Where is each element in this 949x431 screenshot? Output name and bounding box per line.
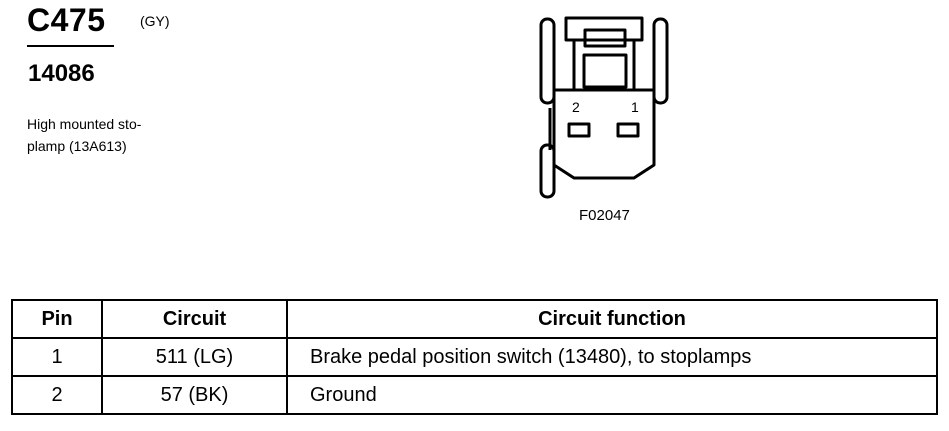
lower-left-tab (539, 143, 556, 199)
connector-neck (572, 40, 636, 90)
left-latch (539, 17, 556, 105)
pin-label-1: 1 (631, 99, 639, 115)
right-latch (652, 17, 669, 105)
title-rule (27, 45, 114, 47)
table-row: 2 57 (BK) Ground (11, 375, 938, 415)
pin-table: Pin Circuit Circuit function 1 511 (LG) … (11, 299, 938, 415)
connector-description: High mounted sto- plamp (13A613) (27, 113, 197, 157)
pin-cell: 1 (11, 337, 103, 377)
circuit-cell: 511 (LG) (101, 337, 288, 377)
connector-body (552, 88, 656, 180)
connector-id: C475 (27, 2, 106, 38)
figure-id: F02047 (579, 207, 630, 224)
header-circuit-function: Circuit function (286, 299, 938, 339)
inner-tab (583, 28, 627, 48)
function-cell: Brake pedal position switch (13480), to … (286, 337, 938, 377)
top-cap (564, 16, 644, 42)
key-window (582, 53, 628, 89)
table-header-row: Pin Circuit Circuit function (11, 299, 938, 339)
pin-2-cavity (567, 122, 591, 138)
function-cell: Ground (286, 375, 938, 415)
pin-cell: 2 (11, 375, 103, 415)
circuit-cell: 57 (BK) (101, 375, 288, 415)
table-row: 1 511 (LG) Brake pedal position switch (… (11, 337, 938, 377)
pin-1-cavity (616, 122, 640, 138)
pin-label-2: 2 (572, 99, 580, 115)
header-circuit: Circuit (101, 299, 288, 339)
description-line-1: High mounted sto- (27, 116, 142, 132)
header-pin: Pin (11, 299, 103, 339)
description-line-2: plamp (13A613) (27, 138, 127, 154)
part-number: 14086 (28, 60, 95, 87)
connector-color: (GY) (140, 13, 170, 29)
connector-diagram: 2 1 (539, 16, 669, 199)
